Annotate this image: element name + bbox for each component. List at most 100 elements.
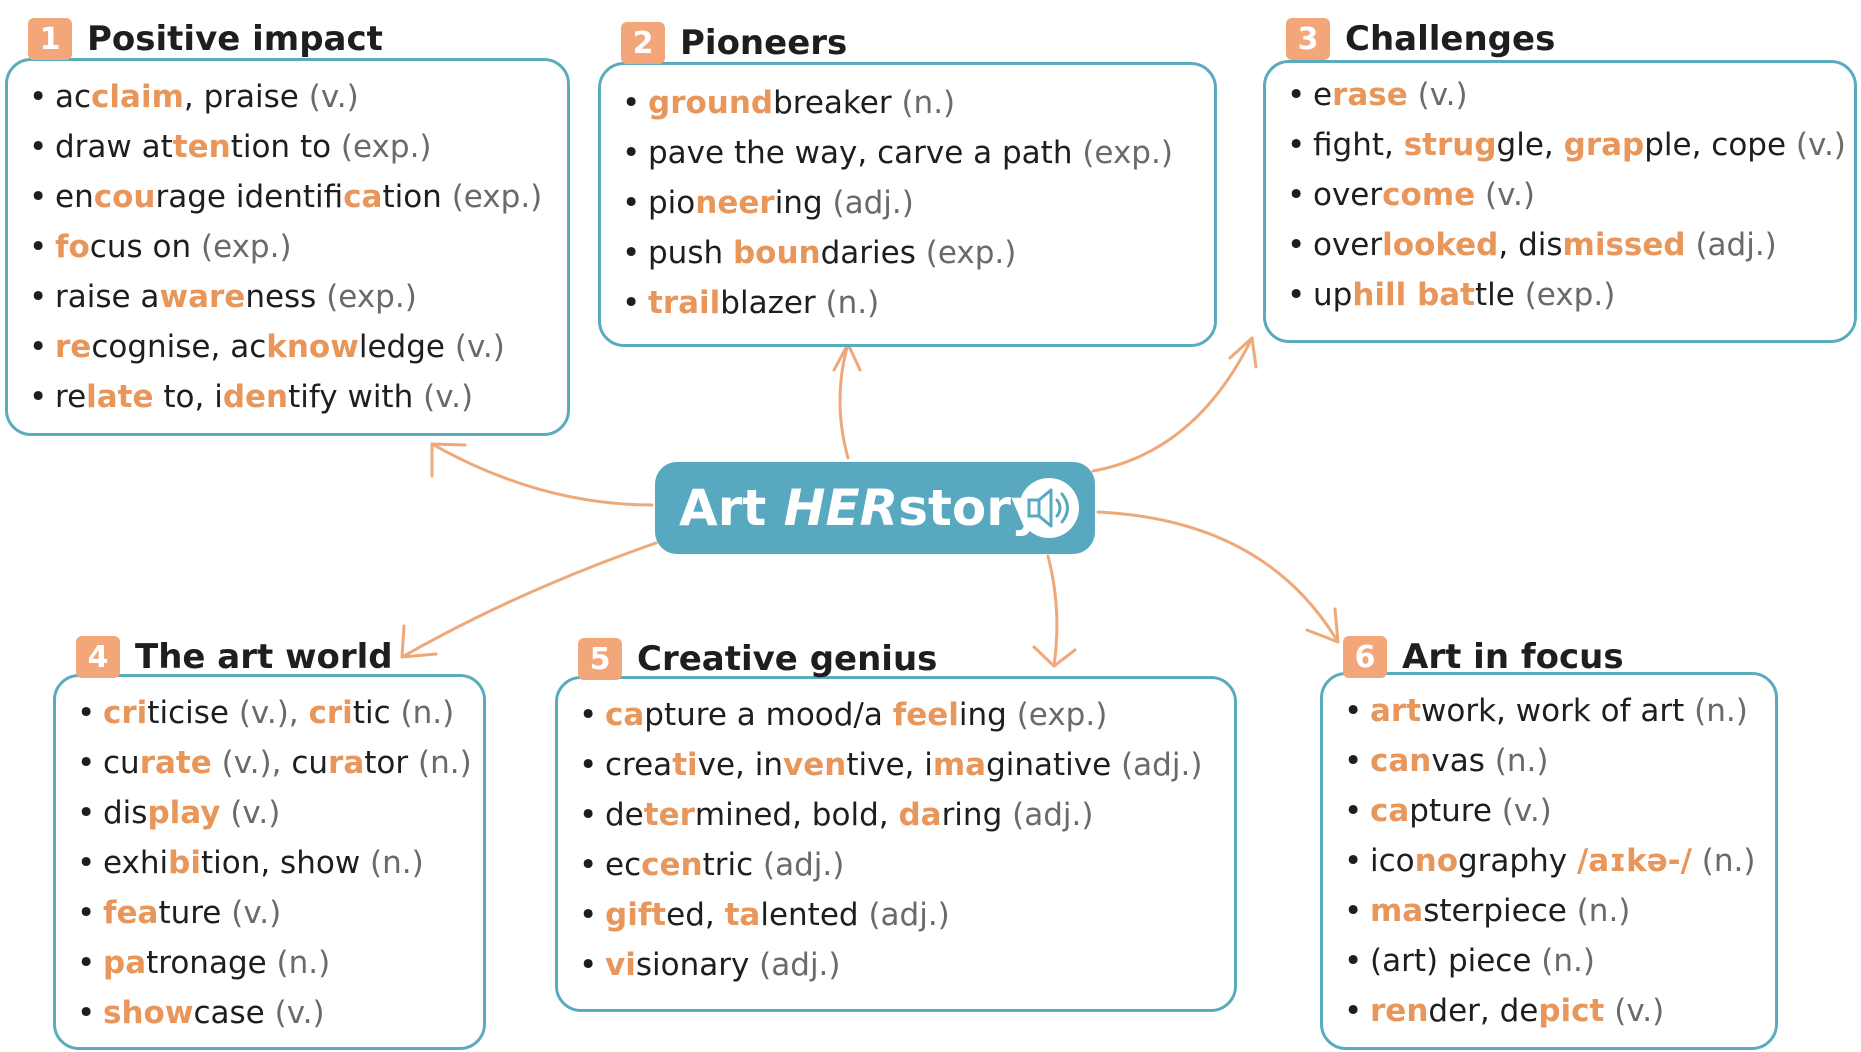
word-text: tle — [1475, 277, 1525, 313]
word-text: ticise — [147, 695, 239, 731]
word-text: tic — [352, 695, 401, 731]
vocabulary-item: •render, depict (v.) — [1344, 986, 1768, 1036]
bullet: • — [1287, 177, 1306, 213]
part-of-speech-tag: (exp.) — [451, 179, 543, 215]
part-of-speech-tag: (adj.) — [1695, 227, 1777, 263]
stressed-syllable: grap — [1563, 127, 1645, 163]
word-text: ing — [958, 697, 1017, 733]
speaker-icon[interactable] — [1017, 476, 1081, 540]
stressed-syllable: pict — [1538, 993, 1605, 1029]
stressed-syllable: ca — [343, 179, 383, 215]
section-title: The art world — [135, 637, 393, 677]
bullet: • — [1344, 893, 1363, 929]
bullet: • — [579, 797, 598, 833]
vocabulary-list: •groundbreaker (n.)•pave the way, carve … — [622, 78, 1207, 328]
part-of-speech-tag: (exp.) — [200, 229, 292, 265]
section-challenges: 3 Challenges •erase (v.)•fight, struggle… — [1263, 18, 1857, 343]
stressed-syllable: looked — [1382, 227, 1499, 263]
section-number-badge: 4 — [76, 636, 120, 678]
word-text: cus on — [89, 229, 201, 265]
arrow-to-pioneers — [838, 342, 850, 460]
stressed-syllable: cen — [641, 847, 703, 883]
vocabulary-item: •groundbreaker (n.) — [622, 78, 1207, 128]
word-text: case — [193, 995, 275, 1031]
word-text: graphy — [1458, 843, 1577, 879]
word-text: sterpiece — [1423, 893, 1577, 929]
center-title: Art HERstory — [679, 479, 1044, 537]
vocabulary-item: •overlooked, dismissed (adj.) — [1287, 220, 1847, 270]
section-number-badge: 5 — [578, 638, 622, 680]
word-text — [1604, 993, 1614, 1029]
bullet: • — [1344, 993, 1363, 1029]
part-of-speech-tag: (v.) — [1614, 993, 1665, 1029]
section-box — [1320, 672, 1778, 1050]
part-of-speech-tag: (n.) — [1701, 843, 1756, 879]
part-of-speech-tag: (adj.) — [759, 947, 841, 983]
stressed-syllable: ren — [1370, 993, 1429, 1029]
part-of-speech-tag: (n.) — [417, 745, 472, 781]
part-of-speech-tag: (v.) — [1485, 177, 1535, 213]
bullet: • — [29, 379, 48, 415]
stressed-syllable: gift — [605, 897, 667, 933]
bullet: • — [622, 185, 641, 221]
stressed-syllable: ven — [783, 747, 847, 783]
word-text: cu — [103, 745, 140, 781]
bullet: • — [77, 945, 96, 981]
bullet: • — [1344, 943, 1363, 979]
part-of-speech-tag: (v.), — [221, 745, 292, 781]
vocabulary-item: •patronage (n.) — [77, 938, 476, 988]
word-text: rage identifi — [155, 179, 344, 215]
word-text: ginative — [986, 747, 1122, 783]
arrow-to-art-world — [400, 541, 658, 659]
vocabulary-item: •pave the way, carve a path (exp.) — [622, 128, 1207, 178]
stressed-syllable: know — [266, 329, 359, 365]
vocabulary-item: •push boundaries (exp.) — [622, 228, 1207, 278]
stressed-syllable: ma — [932, 747, 987, 783]
word-text: , dis — [1498, 227, 1563, 263]
stressed-syllable: ten — [172, 129, 231, 165]
word-text: tor — [364, 745, 418, 781]
word-text: ing — [774, 185, 833, 221]
bullet: • — [622, 85, 641, 121]
part-of-speech-tag: (exp.) — [1524, 277, 1616, 313]
section-number-badge: 2 — [621, 22, 665, 64]
word-text: over — [1313, 227, 1383, 263]
stressed-syllable: fo — [55, 229, 90, 265]
word-text — [212, 745, 222, 781]
bullet: • — [1344, 693, 1363, 729]
word-text: breaker — [773, 85, 902, 121]
bullet: • — [29, 79, 48, 115]
vocabulary-item: •capture (v.) — [1344, 786, 1768, 836]
vocabulary-item: •criticise (v.), critic (n.) — [77, 688, 476, 738]
word-text: vas — [1431, 743, 1495, 779]
section-the-art-world: 4 The art world •criticise (v.), critic … — [53, 636, 486, 1050]
vocabulary-item: •pioneering (adj.) — [622, 178, 1207, 228]
word-text: gle, — [1496, 127, 1564, 163]
bullet: • — [579, 847, 598, 883]
stressed-syllable: re — [55, 329, 92, 365]
word-text — [1692, 843, 1702, 879]
part-of-speech-tag: (adj.) — [868, 897, 950, 933]
word-text: cognise, ac — [91, 329, 267, 365]
word-text: ple, cope — [1644, 127, 1796, 163]
bullet: • — [579, 747, 598, 783]
part-of-speech-tag: (v.) — [1417, 77, 1468, 113]
vocabulary-item: •fight, struggle, grapple, cope (v.) — [1287, 120, 1847, 170]
word-text: e — [1313, 77, 1333, 113]
stressed-syllable: ta — [724, 897, 761, 933]
section-number-badge: 1 — [28, 18, 72, 60]
part-of-speech-tag: (v.) — [230, 795, 281, 831]
word-text: tify with — [288, 379, 424, 415]
bullet: • — [1287, 227, 1306, 263]
vocabulary-item: •curate (v.), curator (n.) — [77, 738, 476, 788]
part-of-speech-tag: (v.) — [423, 379, 474, 415]
bullet: • — [77, 795, 96, 831]
word-text: to, i — [153, 379, 223, 415]
stressed-syllable: ma — [1370, 893, 1424, 929]
stressed-syllable: late — [86, 379, 154, 415]
vocabulary-item: •canvas (n.) — [1344, 736, 1768, 786]
vocabulary-item: •erase (v.) — [1287, 70, 1847, 120]
part-of-speech-tag: (exp.) — [1016, 697, 1108, 733]
stressed-syllable: ca — [605, 697, 645, 733]
word-text: cu — [291, 745, 329, 781]
